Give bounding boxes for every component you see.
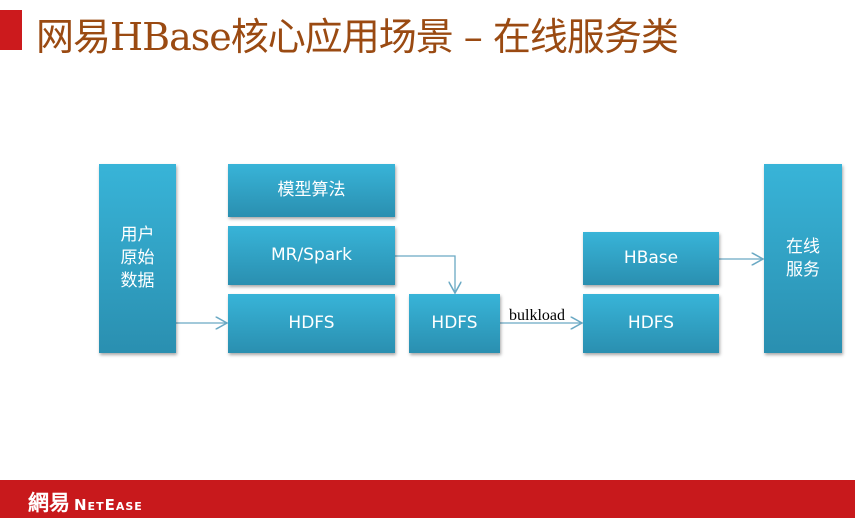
page-title: 网易HBase核心应用场景 – 在线服务类: [36, 15, 679, 59]
title-accent-bar: [0, 10, 22, 50]
logo-cn: 網易: [28, 491, 70, 515]
hbase-label: HBase: [623, 248, 679, 268]
logo-en: NetEase: [74, 496, 143, 514]
hdfs-source-box: HDFS: [228, 294, 395, 353]
hdfs-target-box: HDFS: [583, 294, 719, 353]
hdfs-intermediate-box: HDFS: [409, 294, 500, 353]
model-algorithm-box: 模型算法: [228, 164, 395, 217]
bulkload-label: bulkload: [509, 307, 565, 324]
hdfs-source-label: HDFS: [288, 313, 335, 333]
hbase-box: HBase: [583, 232, 719, 285]
hdfs-intermediate-label: HDFS: [431, 313, 478, 333]
raw-data-box: 用户原始数据: [99, 164, 176, 353]
online-service-box: 在线服务: [764, 164, 842, 353]
raw-data-label: 用户原始数据: [120, 225, 155, 291]
arrow-mrspark-to-hdfs: [395, 255, 455, 293]
online-service-label: 在线服务: [786, 237, 820, 280]
mrspark-label: MR/Spark: [270, 245, 353, 265]
mrspark-box: MR/Spark: [228, 226, 395, 285]
model-algorithm-label: 模型算法: [277, 180, 346, 200]
hdfs-target-label: HDFS: [627, 313, 675, 333]
